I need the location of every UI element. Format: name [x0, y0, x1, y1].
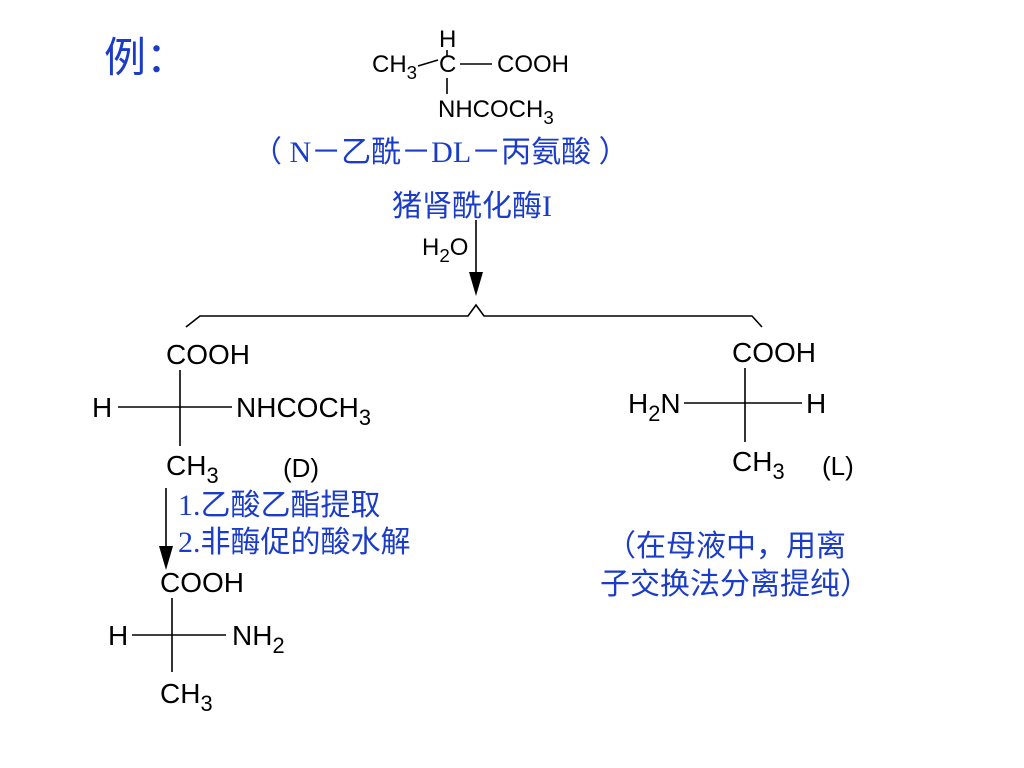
reactant-ch3: CH3	[372, 51, 417, 82]
l-h2n: H2N	[628, 388, 681, 425]
reactant-c: C	[439, 51, 457, 78]
split-brace	[185, 303, 763, 328]
f-cooh: COOH	[160, 567, 244, 598]
l-ch3: CH3	[732, 446, 785, 483]
example-label: 例：	[104, 36, 189, 82]
enzyme-label: 猪肾酰化酶I	[392, 190, 552, 223]
d-cooh: COOH	[166, 339, 250, 370]
d-ch3-text: CH	[166, 450, 207, 481]
l-cooh: COOH	[732, 337, 816, 368]
reactant-ch3-subscript: 3	[406, 62, 418, 84]
d-nhcoch3: NHCOCH3	[236, 392, 371, 429]
reactant-name: （ N－乙酰－DL－丙氨酸 ）	[252, 136, 629, 169]
f-ch3: CH3	[160, 678, 213, 715]
f-ch3-subscript: 3	[200, 691, 213, 717]
reactant-nhcoch3: NHCOCH3	[438, 96, 554, 127]
l-ch3-subscript: 3	[772, 459, 785, 485]
reactant-nhcoch3-subscript: 3	[543, 107, 554, 129]
f-ch3-text: CH	[160, 678, 201, 709]
reactant-cooh: COOH	[497, 51, 569, 78]
water-o: O	[449, 234, 469, 261]
step2-line2: 2.非酶促的酸水解	[178, 526, 411, 559]
bond-ch3-c	[417, 59, 439, 67]
f-nh2-text: NH	[232, 620, 273, 651]
step2-line1: 1.乙酸乙酯提取	[178, 489, 381, 522]
l-config: (L)	[822, 451, 854, 481]
f-nh2-subscript: 2	[272, 633, 285, 659]
arrow1-head	[469, 272, 483, 296]
f-nh2: NH2	[232, 620, 285, 657]
d-ch3: CH3	[166, 450, 219, 487]
reactant-h: H	[439, 26, 457, 53]
water-subscript: 2	[439, 245, 450, 267]
d-nhcoch3-text: NHCOCH	[236, 392, 359, 423]
water-label: H2O	[422, 234, 469, 265]
l-note-line1: （在母液中，用离	[606, 530, 846, 563]
d-nhcoch3-subscript: 3	[358, 405, 372, 431]
l-h: H	[806, 388, 827, 419]
d-config: (D)	[283, 453, 320, 483]
l-h2n-h: H	[628, 388, 649, 419]
water-h: H	[422, 234, 440, 261]
reactant-nhcoch3-text: NHCOCH	[438, 96, 544, 123]
reactant-ch3-text: CH	[372, 51, 407, 78]
f-h: H	[108, 620, 129, 651]
l-h2n-subscript: 2	[648, 401, 661, 427]
d-h: H	[92, 392, 113, 423]
d-ch3-subscript: 3	[206, 463, 219, 489]
l-h2n-n: N	[660, 388, 681, 419]
l-ch3-text: CH	[732, 446, 773, 477]
l-note-line2: 子交换法分离提纯）	[600, 568, 870, 601]
